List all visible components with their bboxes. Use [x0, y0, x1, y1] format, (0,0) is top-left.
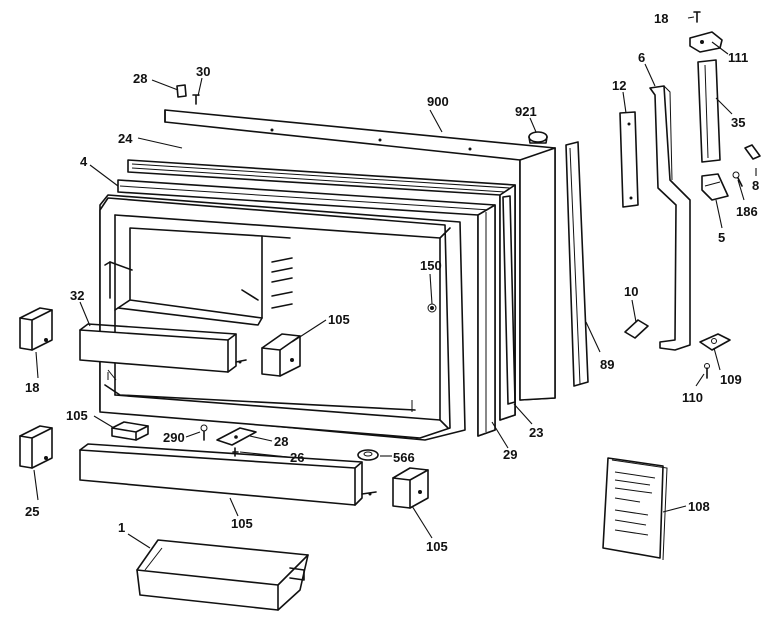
- screw-18-lower: [704, 363, 710, 379]
- screw-566: [232, 447, 239, 457]
- callout-186: 186: [736, 204, 758, 219]
- screw-28-lower: [200, 424, 208, 441]
- leader-lines: [33, 16, 757, 549]
- callout-24: 24: [118, 131, 133, 146]
- callout-28-top: 28: [133, 71, 147, 86]
- callout-4: 4: [80, 154, 88, 169]
- callout-6: 6: [638, 50, 645, 65]
- callout-12: 12: [612, 78, 626, 93]
- callout-109: 1: [118, 520, 125, 535]
- callout-25: 23: [529, 425, 543, 440]
- screw-28-top: [176, 84, 187, 98]
- hinge-6: [649, 85, 691, 351]
- bracket-105-center: [261, 333, 301, 377]
- hinge-bracket-12: [619, 111, 639, 208]
- part-8: [744, 144, 761, 160]
- side-strip: [502, 195, 516, 405]
- callout-labels: 18 111 6 12 35 8 186 5 28 30 900 921 24 …: [25, 11, 759, 554]
- callout-30: 30: [196, 64, 210, 79]
- callout-28-lower: 290: [163, 430, 185, 445]
- callout-8: 8: [752, 178, 759, 193]
- callout-89: 89: [600, 357, 614, 372]
- callout-18-lower: 110: [682, 390, 703, 405]
- liner-frame: [127, 159, 516, 421]
- callout-921: 921: [515, 104, 537, 119]
- callout-900: 900: [427, 94, 449, 109]
- shelf-rail-32: [79, 323, 247, 373]
- callout-1: 108: [688, 499, 710, 514]
- cap-921: [528, 131, 548, 144]
- callout-5: 5: [718, 230, 725, 245]
- storage-bin-109: [136, 539, 309, 611]
- callout-26: 28: [274, 434, 288, 449]
- bracket-105-left-upper: [19, 307, 53, 351]
- callout-32: 32: [70, 288, 84, 303]
- callout-18-top: 18: [654, 11, 668, 26]
- callout-23: 29: [503, 447, 517, 462]
- part-110: [699, 333, 731, 351]
- callout-29: 566: [393, 450, 415, 465]
- shelf-rail-108: [79, 443, 377, 506]
- callout-105-left-up: 18: [25, 380, 39, 395]
- callout-105-right: 105: [426, 539, 448, 554]
- bracket-105-right-lower: [392, 467, 429, 509]
- block-290: [111, 421, 149, 441]
- callout-290: 105: [66, 408, 88, 423]
- outer-door-panel: [164, 109, 556, 401]
- door-gasket: [117, 179, 496, 437]
- callout-105-center: 105: [328, 312, 350, 327]
- callout-566: 26: [290, 450, 304, 465]
- callout-108: 105: [231, 516, 253, 531]
- screw-18-top: [693, 11, 701, 23]
- bracket-111: [689, 31, 723, 53]
- screw-186: [732, 171, 743, 187]
- plate-26: [216, 427, 257, 446]
- part-10: [624, 319, 649, 339]
- bracket-5: [701, 173, 729, 201]
- callout-150: 150: [420, 258, 442, 273]
- plug-29: [357, 449, 379, 461]
- inner-door-liner: [99, 194, 466, 441]
- bracket-35: [697, 59, 721, 163]
- owners-manual-1: [602, 457, 668, 561]
- callout-110: 109: [720, 372, 742, 387]
- callout-111: 111: [728, 50, 748, 65]
- trim-strip: [565, 141, 589, 387]
- bracket-105-left-lower: [19, 425, 53, 469]
- callout-105-left-lo: 25: [25, 504, 39, 519]
- screw-30: [192, 94, 200, 105]
- callout-10: 10: [624, 284, 638, 299]
- callout-35: 35: [731, 115, 745, 130]
